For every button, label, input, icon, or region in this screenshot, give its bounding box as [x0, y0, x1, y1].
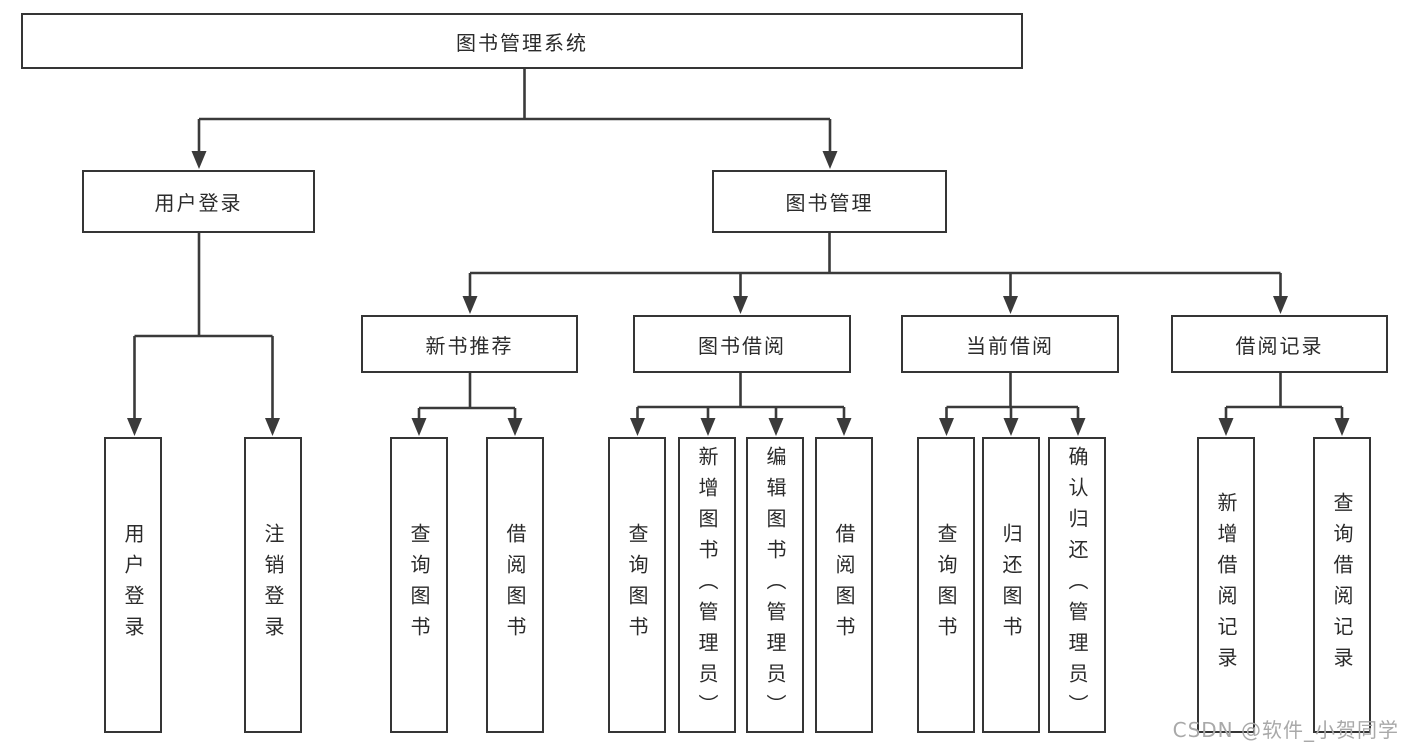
leaf-label: 注销登录	[261, 523, 285, 647]
node-leaf-query-borrow-record: 查询借阅记录	[1313, 437, 1371, 733]
node-leaf-user-login: 用户登录	[104, 437, 162, 733]
leaf-label: 查询图书	[407, 523, 431, 647]
node-leaf-add-borrow-record: 新增借阅记录	[1197, 437, 1255, 733]
node-leaf-logout: 注销登录	[244, 437, 302, 733]
node-leaf-edit-book-admin: 编辑图书（管理员）	[746, 437, 804, 733]
leaf-label: 编辑图书（管理员）	[763, 445, 787, 725]
leaf-label: 新增借阅记录	[1214, 492, 1238, 678]
leaf-label: 查询图书	[625, 523, 649, 647]
leaf-label: 用户登录	[121, 523, 145, 647]
node-root: 图书管理系统	[21, 13, 1023, 69]
connector-user-login-children	[127, 233, 280, 436]
node-book-borrow: 图书借阅	[633, 315, 851, 373]
node-leaf-return-books: 归还图书	[982, 437, 1040, 733]
leaf-label: 查询图书	[934, 523, 958, 647]
node-leaf-add-book-admin: 新增图书（管理员）	[678, 437, 736, 733]
csdn-watermark: CSDN @软件_小贺同学	[1172, 718, 1399, 742]
leaf-label: 借阅图书	[832, 523, 856, 647]
node-leaf-borrow-books-2: 借阅图书	[815, 437, 873, 733]
node-current-borrow: 当前借阅	[901, 315, 1119, 373]
connector-root-to-level2	[191, 69, 838, 169]
connector-borrow-records-children	[1218, 373, 1350, 436]
connector-new-book-recommend-children	[411, 373, 523, 436]
node-leaf-query-books-3: 查询图书	[917, 437, 975, 733]
connector-current-borrow-children	[939, 373, 1086, 436]
connector-book-borrow-children	[630, 373, 852, 436]
node-book-management: 图书管理	[712, 170, 947, 233]
leaf-label: 查询借阅记录	[1330, 492, 1354, 678]
node-user-login: 用户登录	[82, 170, 315, 233]
node-leaf-query-books-2: 查询图书	[608, 437, 666, 733]
leaf-label: 新增图书（管理员）	[695, 445, 719, 725]
connector-book-management-children	[462, 233, 1288, 314]
leaf-label: 借阅图书	[503, 523, 527, 647]
node-leaf-query-books-1: 查询图书	[390, 437, 448, 733]
leaf-label: 确认归还（管理员）	[1065, 445, 1089, 725]
node-borrow-records: 借阅记录	[1171, 315, 1388, 373]
node-leaf-borrow-books-1: 借阅图书	[486, 437, 544, 733]
leaf-label: 归还图书	[999, 523, 1023, 647]
node-leaf-confirm-return-admin: 确认归还（管理员）	[1048, 437, 1106, 733]
node-new-book-recommend: 新书推荐	[361, 315, 578, 373]
